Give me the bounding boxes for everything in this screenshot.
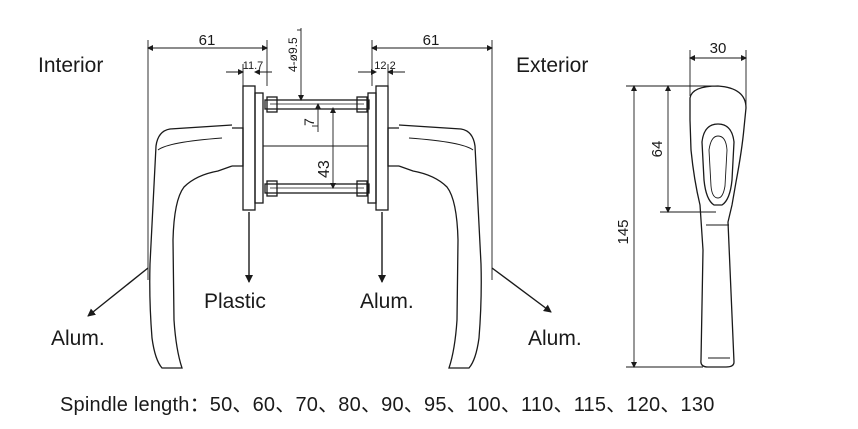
alum-right-label: Alum. (528, 327, 582, 350)
material-arrows (87, 212, 552, 317)
exterior-handle (367, 85, 482, 369)
alum-center-label: Alum. (360, 290, 414, 313)
interior-label: Interior (38, 54, 104, 77)
dim-right-width: 61 (423, 32, 440, 49)
screws (263, 96, 370, 197)
dim-side-width: 30 (710, 40, 727, 57)
dim-left-width: 61 (199, 32, 216, 49)
dim-side-upper: 64 (649, 141, 666, 158)
dim-right-plate: 12.2 (374, 60, 395, 72)
spindle-length-caption: Spindle length：50、60、70、80、90、95、100、110… (60, 394, 715, 416)
side-view-handle (689, 85, 747, 368)
alum-left-label: Alum. (51, 327, 105, 350)
dim-spacing: 43 (316, 160, 333, 178)
dim-side-total: 145 (615, 219, 632, 244)
dim-offset: 7 (301, 118, 317, 126)
dim-left-plate: 11.7 (243, 60, 264, 72)
plastic-label: Plastic (204, 290, 266, 313)
exterior-label: Exterior (516, 54, 589, 77)
dim-screw-holes: 4-ø9.5 (286, 37, 300, 72)
interior-handle (149, 85, 264, 369)
